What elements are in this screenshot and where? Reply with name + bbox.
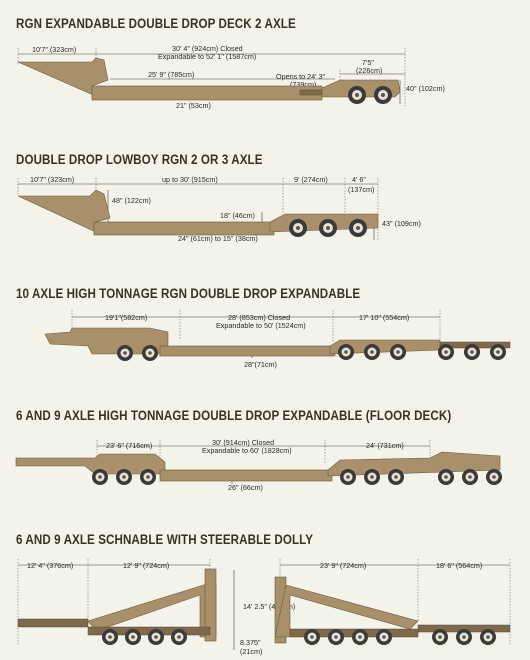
dim-text: 7'5" [362,58,374,67]
dim-text: (21cm) [240,647,262,656]
trailer-deck [91,85,323,101]
trailer-diagram: 19'1"(582cm) 28' (853cm) Closed Expandab… [44,310,511,369]
dim-text: 28"(71cm) [244,360,277,369]
section-10-axle-rgn: 10 AXLE HIGH TONNAGE RGN DOUBLE DROP EXP… [0,280,530,390]
wheel [390,344,406,360]
dim-text: (226cm) [356,66,382,75]
wheel [171,629,187,645]
dim-text: 21" (53cm) [176,101,211,110]
wheel [148,629,164,645]
dim-text: 24' (731cm) [366,441,404,450]
dim-text: Expandable to 52' 1" (1587cm) [158,52,256,61]
wheel [464,344,480,360]
dim-text: up to 30' (915cm) [162,175,218,184]
dim-text: 43" (109cm) [382,219,421,228]
trailer-diagram: 23' 6" (716cm) 30' (914cm) Closed Expand… [15,438,502,492]
wheel [374,86,392,104]
dim-text: 9' (274cm) [294,175,328,184]
wheel [116,469,132,485]
wheel [376,629,392,645]
wheel [480,629,496,645]
wheel [348,86,366,104]
dim-text: 30' 4" (924cm) Closed [172,44,243,53]
dim-text: 10'7" (323cm) [32,45,76,54]
trailer-diagram: 12' 4" (376cm) 12' 9" (724cm) 23' 9" (72… [17,559,511,656]
dim-text: 14' 2.5" (433cm) [243,602,295,611]
dim-text: 40" (102cm) [406,84,445,93]
wheel [140,469,156,485]
dim-text: 18' 6" (564cm) [436,561,482,570]
trailer-gooseneck [15,453,166,475]
dim-text: 25' 9" (785cm) [148,70,194,79]
section-rgn-expandable-2-axle: RGN EXPANDABLE DOUBLE DROP DECK 2 AXLE 1… [0,0,530,120]
wheel [289,219,307,237]
dim-text: 8.375" [240,638,261,647]
wheel [142,345,158,361]
wheel [486,469,502,485]
dim-text: 12' 4" (376cm) [27,561,73,570]
dim-text: (739cm) [290,80,316,89]
wheel [462,469,478,485]
dim-text: 4' 6" [352,175,366,184]
dim-text: Expandable to 60' (1828cm) [202,446,292,455]
wheel [438,344,454,360]
section-double-drop-lowboy: DOUBLE DROP LOWBOY RGN 2 OR 3 AXLE 10'7"… [0,140,530,270]
wheel [340,469,356,485]
wheel [456,629,472,645]
wheel [438,469,454,485]
dim-text: 23' 9" (724cm) [320,561,366,570]
section-6-9-axle-floor-deck: 6 AND 9 AXLE HIGH TONNAGE DOUBLE DROP EX… [0,400,530,510]
wheel [319,219,337,237]
wheel [349,219,367,237]
dim-text: 30' (914cm) Closed [212,438,274,447]
dim-text: 24" (61cm) to 15" (38cm) [178,234,258,243]
trailer-deck [93,221,275,236]
trailer-diagram: 10'7" (323cm) up to 30' (915cm) 9' (274c… [17,175,421,243]
wheel [117,345,133,361]
wheel [304,629,320,645]
dim-text: 26" (66cm) [228,483,263,492]
dim-text: (137cm) [348,185,374,194]
dim-text: 19'1"(582cm) [105,313,147,322]
wheel [102,629,118,645]
dim-text: 18" (46cm) [220,211,255,220]
dim-text: 12' 9" (724cm) [123,561,169,570]
section-title: 6 AND 9 AXLE HIGH TONNAGE DOUBLE DROP EX… [16,408,452,423]
wheel [388,469,404,485]
wheel [92,469,108,485]
wheel [125,629,141,645]
schnable-rear-arm [274,584,419,638]
dim-text: 28' (853cm) Closed [228,313,290,322]
wheel [432,629,448,645]
wheel [352,629,368,645]
dim-text: 10'7" (323cm) [30,175,74,184]
wheel [328,629,344,645]
wheel [338,344,354,360]
section-title: RGN EXPANDABLE DOUBLE DROP DECK 2 AXLE [16,16,296,31]
trailer-diagram: 10'7" (323cm) 30' 4" (924cm) Closed Expa… [17,44,445,110]
dim-text: Expandable to 50' (1524cm) [216,321,306,330]
trailer-deck [159,345,336,357]
schnable-front-tower [204,568,217,642]
section-schnable-steerable-dolly: 6 AND 9 AXLE SCHNABLE WITH STEERABLE DOL… [0,525,530,660]
section-title: 10 AXLE HIGH TONNAGE RGN DOUBLE DROP EXP… [16,286,361,301]
dim-text: 17' 10" (554cm) [359,313,409,322]
wheel [364,344,380,360]
dim-text: 48" (122cm) [112,196,151,205]
trailer-deck [159,469,333,482]
section-title: 6 AND 9 AXLE SCHNABLE WITH STEERABLE DOL… [16,532,314,547]
dim-text: Opens to 24' 3" [276,72,326,81]
dim-text: 23' 6" (716cm) [106,441,152,450]
section-title: DOUBLE DROP LOWBOY RGN 2 OR 3 AXLE [16,152,263,167]
wheel [490,344,506,360]
wheel [364,469,380,485]
